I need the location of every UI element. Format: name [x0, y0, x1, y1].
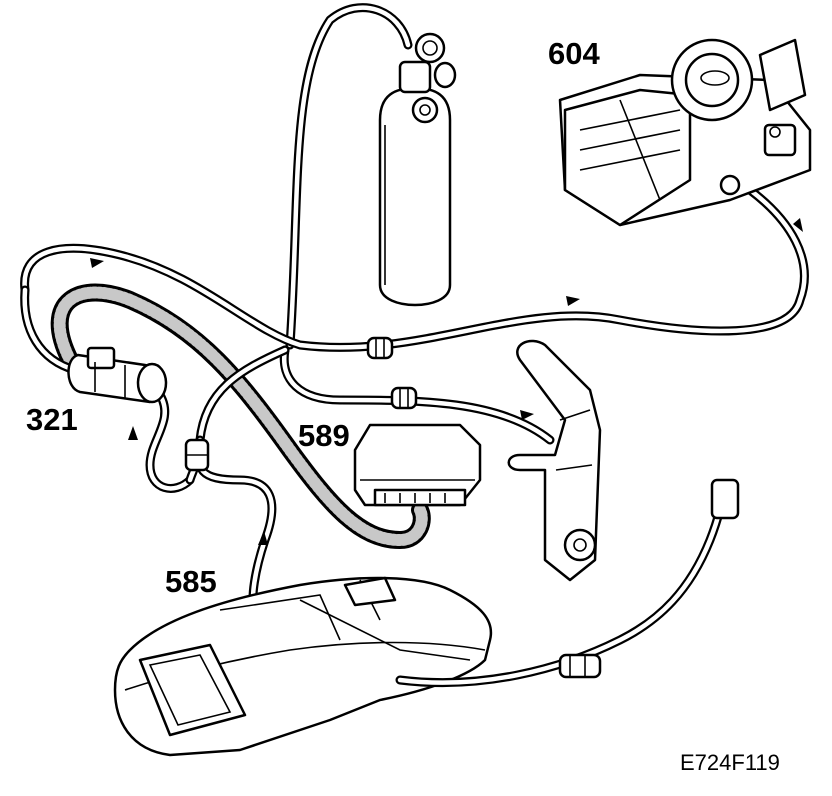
hose-network [20, 3, 809, 615]
hose-connector-upper [366, 336, 394, 360]
fuel-tank-callout: 585 [165, 564, 217, 599]
charcoal-canister [67, 346, 168, 404]
fuel-tank [113, 576, 493, 757]
figure-id-label: E724F119 [680, 750, 780, 775]
canister-callout: 321 [26, 402, 78, 437]
throttle-body [558, 38, 812, 227]
control-module-callout: 589 [298, 418, 350, 453]
flow-arrows [90, 218, 803, 545]
filler-pipe [395, 478, 740, 688]
throttle-body-callout: 604 [548, 36, 600, 71]
shaded-vent-hose [50, 283, 431, 550]
filler-bracket [507, 339, 602, 582]
control-module [353, 423, 482, 507]
hose-connector-lower [390, 386, 418, 410]
test-gas-cylinder [378, 32, 457, 307]
t-connector [184, 438, 210, 472]
